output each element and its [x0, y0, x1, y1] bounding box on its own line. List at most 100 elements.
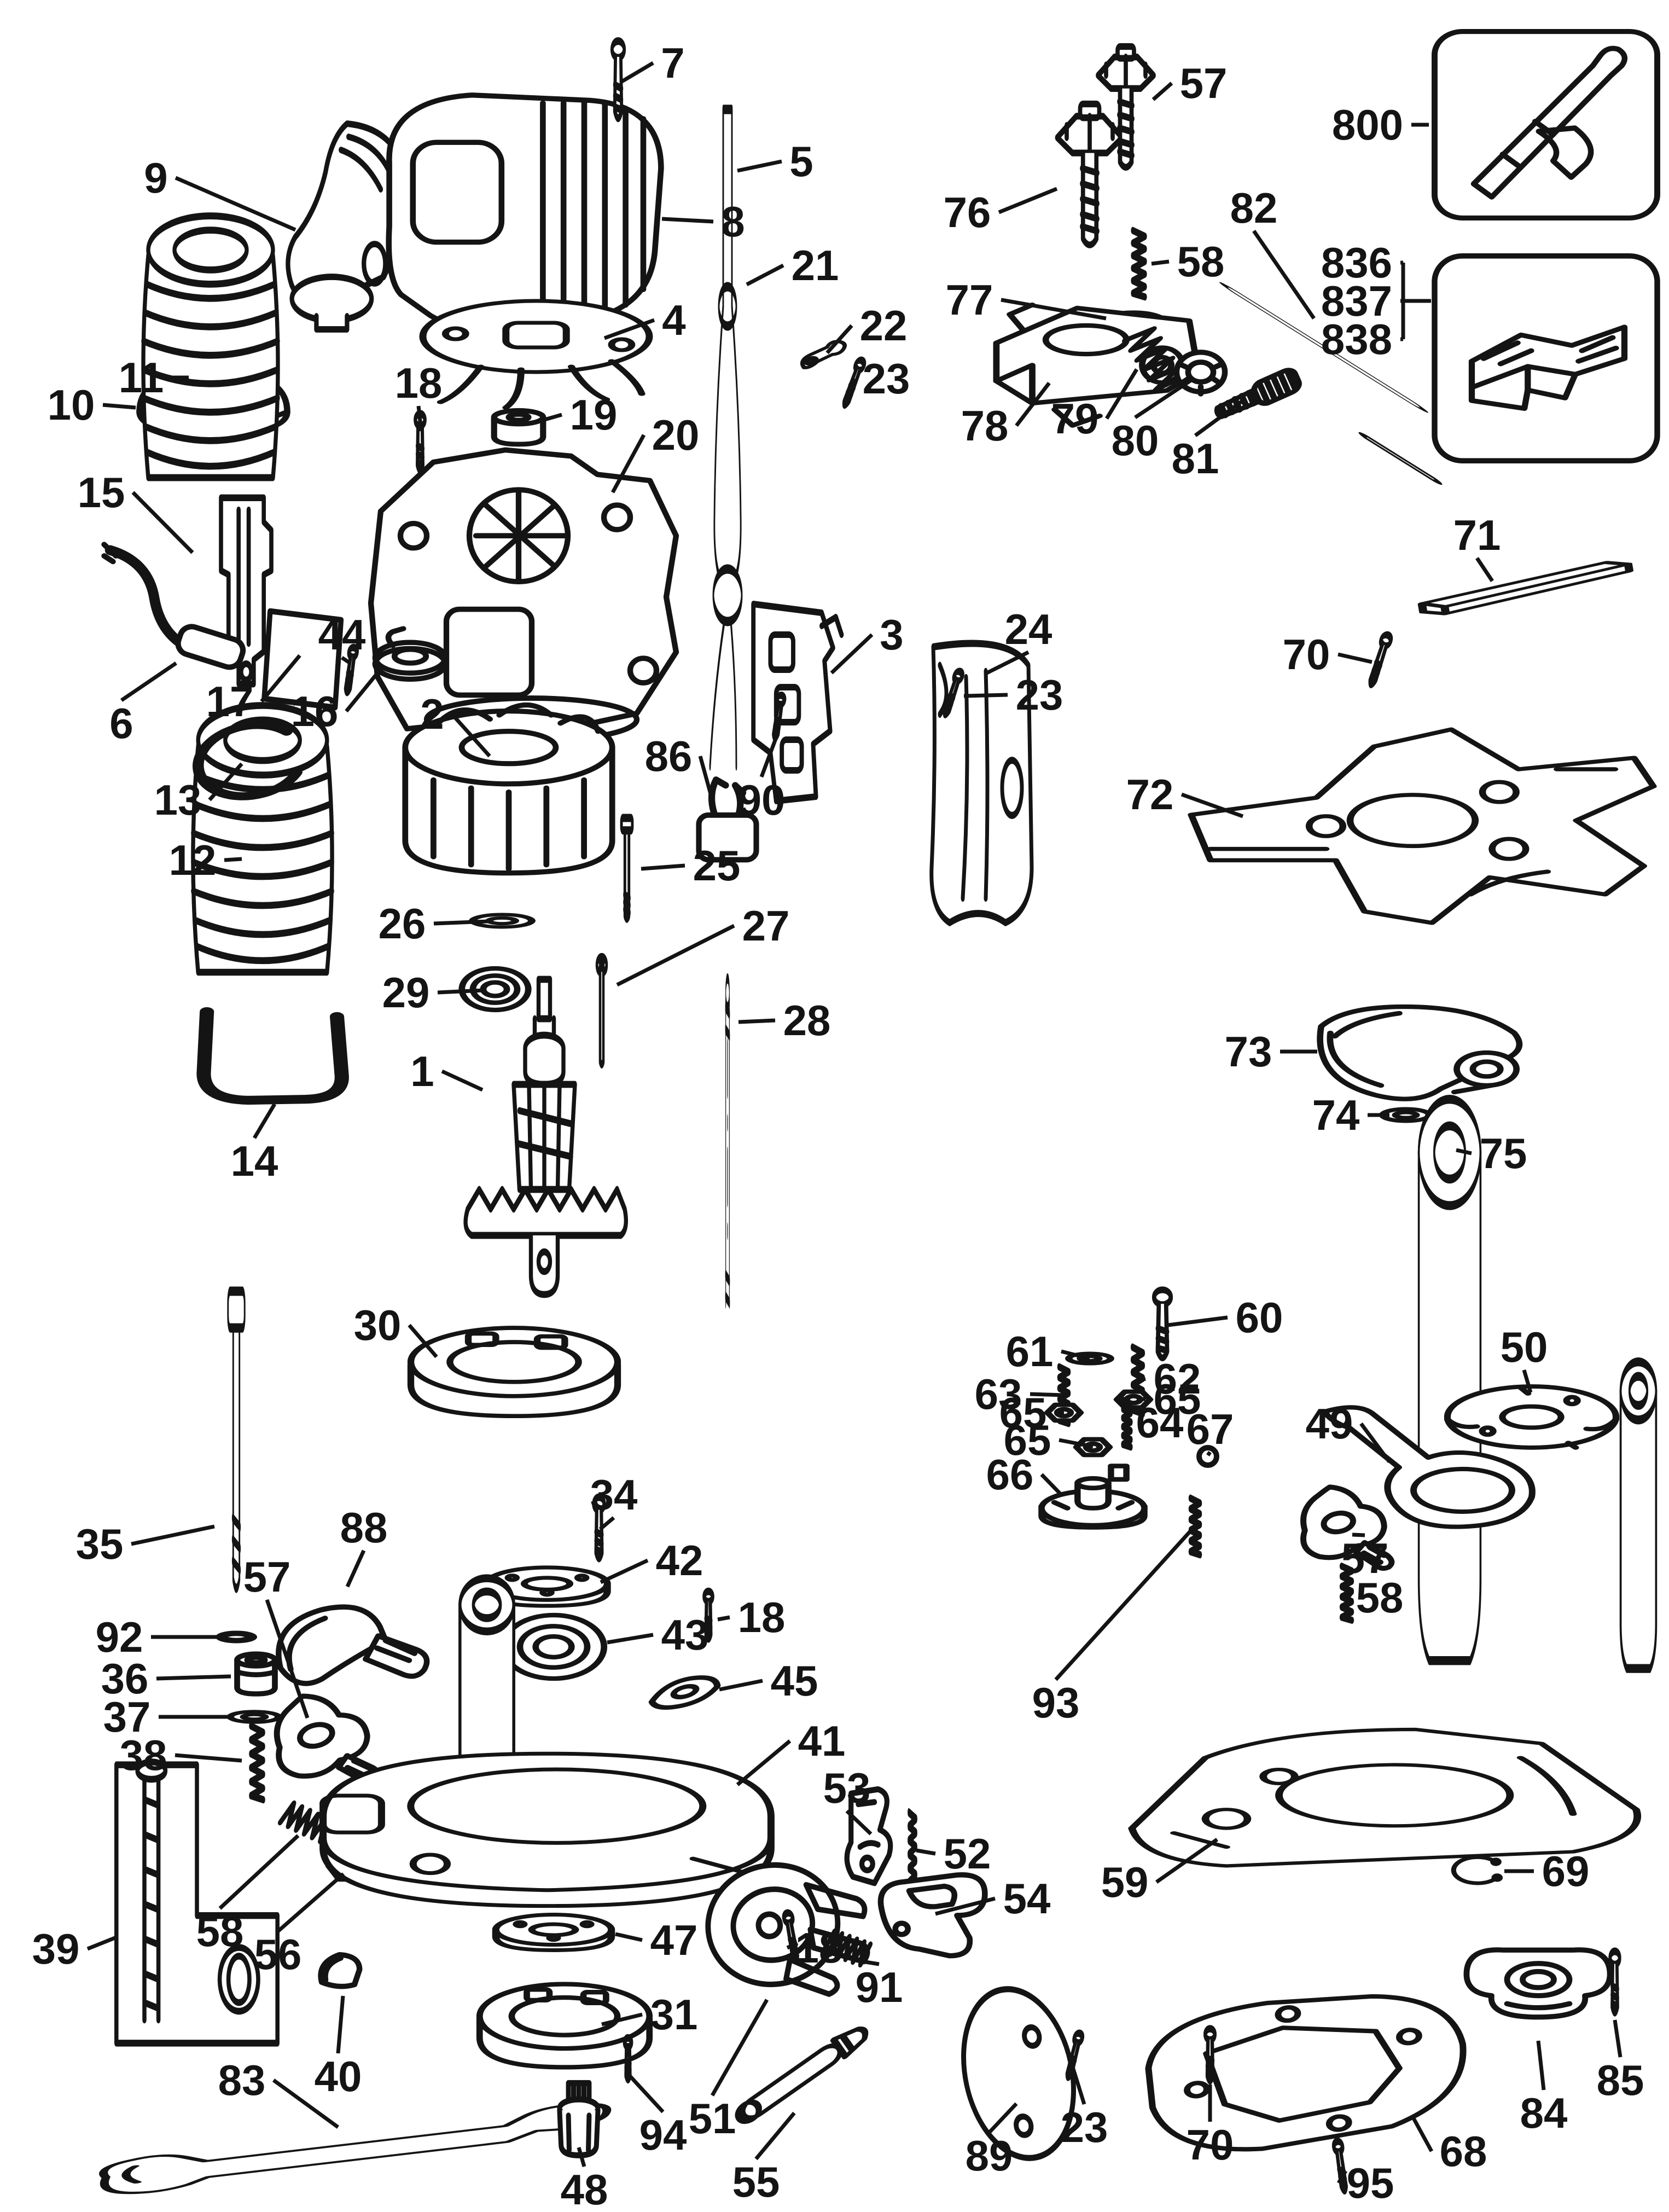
part-callout-number: 36: [101, 1654, 149, 1703]
part-callout-number: 14: [231, 1137, 278, 1185]
part-callout-number: 71: [1453, 511, 1501, 559]
leader-line: [717, 1615, 730, 1622]
part-callout-number: 52: [944, 1830, 991, 1878]
part-boltlong: [621, 818, 632, 919]
part-callout-number: 837: [1321, 277, 1392, 325]
part-column: [1621, 1362, 1656, 1669]
part-callout-number: 75: [1480, 1129, 1527, 1177]
part-callout-number: 94: [639, 2111, 687, 2159]
leader-line: [156, 1674, 231, 1681]
part-callout-number: 95: [1347, 2159, 1394, 2207]
part-roller: [734, 2022, 870, 2127]
part-callout-number: 93: [1032, 1679, 1080, 1727]
leader-line: [738, 1018, 776, 1024]
part-callout-number: 65: [1004, 1416, 1051, 1464]
part-callout-number: 58: [196, 1907, 244, 1955]
part-screw: [1610, 1952, 1620, 2013]
part-callout-number: 54: [1003, 1874, 1051, 1923]
part-wrench: [102, 2093, 609, 2198]
part-callout-number: 17: [206, 677, 254, 725]
part-callout-number: 79: [1051, 394, 1099, 443]
part-callout-number: 37: [103, 1693, 151, 1741]
leader-line: [218, 1834, 300, 1910]
part-spring: [1133, 230, 1145, 297]
leader-line: [600, 1558, 649, 1584]
part-callout-number: 76: [944, 188, 991, 236]
part-callout-number: 5: [789, 137, 813, 185]
leader-line: [845, 1809, 873, 1836]
part-callout-number: 50: [1501, 1323, 1548, 1371]
leader-line: [433, 919, 489, 926]
leader-line: [450, 712, 491, 758]
leader-line: [1136, 1397, 1146, 1402]
part-callout-number: 55: [732, 2158, 780, 2206]
part-callout-number: 21: [792, 241, 839, 289]
leader-line: [615, 1932, 643, 1942]
part-callout-number: 81: [1172, 434, 1219, 483]
part-callout-number: 43: [661, 1611, 709, 1659]
part-callout-number: 9: [144, 154, 167, 202]
leader-line: [737, 159, 782, 173]
part-callout-number: 23: [863, 355, 910, 403]
part-callout-number: 68: [1440, 2127, 1487, 2175]
leader-line: [1613, 2019, 1623, 2058]
part-callout-number: 63: [975, 1370, 1022, 1418]
part-callout-number: 27: [742, 902, 790, 950]
part-callout-number: 836: [1321, 239, 1392, 287]
leader-line: [336, 1995, 345, 2054]
part-rotor84: [1467, 1950, 1610, 2017]
part-callout-number: 11: [119, 353, 164, 402]
leader-line: [272, 2079, 340, 2129]
leader-line: [607, 1633, 654, 1645]
leader-line: [786, 1941, 799, 1950]
part-callout-number: 23: [1061, 2103, 1108, 2151]
leader-line: [1155, 1838, 1219, 1884]
leader-line: [252, 1103, 277, 1139]
part-disc50: [1447, 1386, 1616, 1448]
leader-line: [1105, 368, 1138, 420]
leader-line: [408, 1323, 438, 1358]
leader-line: [1030, 1392, 1065, 1397]
part-callout-number: 88: [340, 1503, 388, 1552]
part-screw: [625, 2038, 632, 2080]
part-spring: [909, 1813, 916, 1886]
leader-line: [601, 2012, 643, 2027]
leader-line: [1061, 1349, 1090, 1361]
leader-line: [629, 2075, 665, 2114]
leader-line: [1536, 2040, 1546, 2091]
part-callout-number: 19: [570, 391, 618, 439]
part-switch: [753, 604, 841, 801]
part-spring: [251, 1726, 263, 1800]
part-grommet: [494, 410, 543, 444]
part-tool800: [1474, 49, 1625, 198]
part-callout-number: 18: [395, 359, 443, 407]
part-callout-number: 3: [880, 611, 903, 659]
part-callout-number: 10: [48, 381, 95, 429]
leader-line: [852, 1958, 880, 1966]
leader-line: [1134, 377, 1195, 419]
leader-line: [1522, 1369, 1533, 1393]
leader-line: [661, 217, 714, 224]
leader-line: [1346, 1590, 1354, 1599]
leader-line: [1070, 2064, 1086, 2105]
part-callout-number: 7: [661, 39, 684, 87]
part-spring: [1123, 1400, 1131, 1447]
part-bearing: [503, 1615, 604, 1679]
part-fincap: [389, 95, 661, 333]
leader-line: [260, 654, 301, 703]
part-callout-number: 91: [856, 1963, 903, 2011]
leader-line: [1152, 82, 1173, 101]
part-bushing: [237, 1654, 275, 1694]
part-xbase: [1191, 729, 1654, 923]
part-uclip: [203, 1012, 341, 1100]
part-callout-number: 92: [96, 1613, 143, 1661]
part-callout-number: 84: [1520, 2089, 1568, 2137]
part-snapring: [1453, 1857, 1499, 1883]
part-callout-number: 28: [783, 996, 831, 1044]
part-callout-number: 26: [379, 899, 426, 948]
leader-line: [345, 1549, 366, 1588]
part-hub66: [1042, 1466, 1144, 1528]
leader-line: [120, 661, 177, 702]
part-oring: [219, 1633, 254, 1641]
